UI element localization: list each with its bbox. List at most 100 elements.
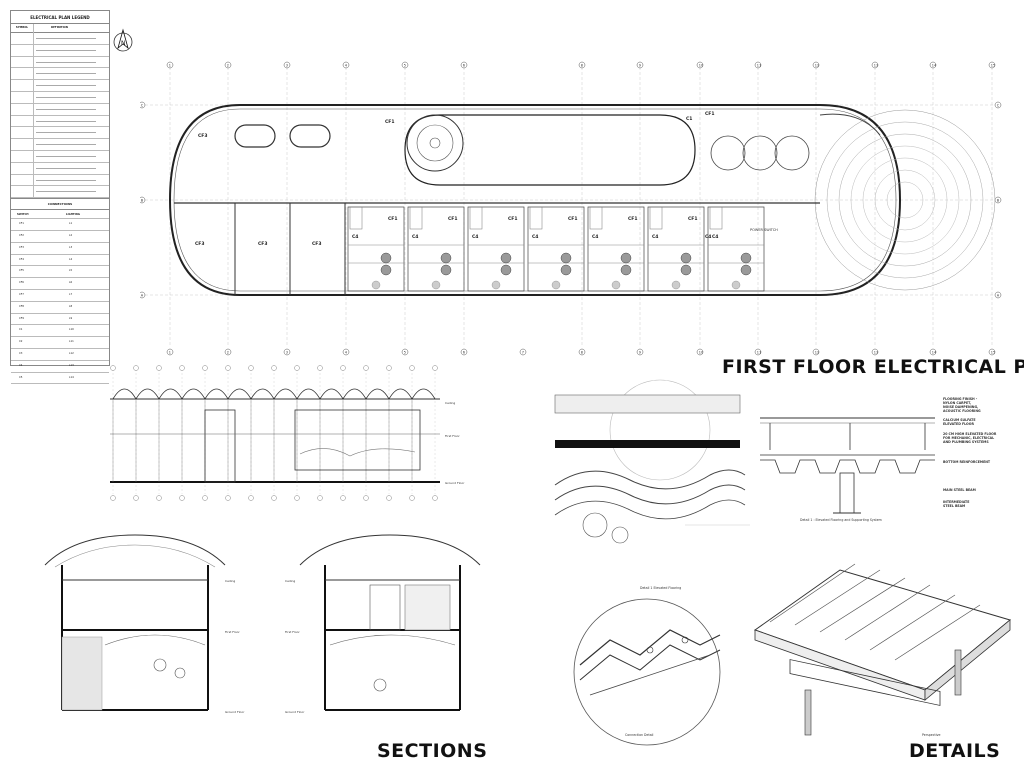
- legend-symbol-row: [11, 150, 109, 163]
- svg-text:Ceiling: Ceiling: [445, 401, 455, 405]
- grid-bubble-top: [460, 61, 468, 69]
- circuit-label: CF1: [388, 216, 398, 222]
- grid-bubble-top: [166, 61, 174, 69]
- grid-bubble-top: [342, 61, 350, 69]
- connection-switch: C5: [19, 375, 23, 379]
- circuit-label: CF1: [568, 216, 578, 222]
- connection-row: CF3 L3: [11, 243, 109, 255]
- svg-text:12: 12: [815, 63, 819, 67]
- svg-text:8: 8: [581, 63, 583, 67]
- connection-lighting: L9: [69, 316, 73, 320]
- cross-section-1: Ceiling First Floor Ground Floor: [44, 534, 245, 714]
- plan-outline: [168, 104, 902, 296]
- connection-lighting: L1: [69, 222, 73, 226]
- connections-col-lighting: LIGHTING: [66, 213, 80, 217]
- connection-switch: CF4: [19, 257, 24, 261]
- electrical-legend: ELECTRICAL PLAN LEGEND SYMBOL DEFINITION…: [10, 10, 110, 385]
- svg-text:4: 4: [345, 350, 348, 354]
- grid-bubble-top: [224, 61, 232, 69]
- legend-heading: ELECTRICAL PLAN LEGEND: [11, 11, 109, 24]
- detail-note: INTERMEDIATE STEEL BEAM: [943, 500, 970, 508]
- connection-switch: CF8: [19, 304, 24, 308]
- connection-switch: CF7: [19, 292, 24, 296]
- connection-switch: CF1: [19, 222, 24, 226]
- svg-text:5: 5: [404, 350, 406, 354]
- svg-text:14: 14: [932, 350, 937, 354]
- svg-text:3: 3: [286, 63, 288, 67]
- svg-text:Ground Floor: Ground Floor: [225, 710, 245, 714]
- circuit-label: CF3: [195, 241, 205, 247]
- svg-text:First Floor: First Floor: [225, 630, 240, 634]
- legend-symbol-row: [11, 91, 109, 104]
- svg-text:7: 7: [522, 350, 524, 354]
- connection-lighting: L13: [69, 363, 74, 367]
- svg-text:Ground Floor: Ground Floor: [285, 710, 305, 714]
- svg-text:2: 2: [227, 350, 229, 354]
- legend-symbol-row: [11, 174, 109, 187]
- connection-switch: CF6: [19, 281, 24, 285]
- circuit-label: CF1: [448, 216, 458, 222]
- grid-bubble-top: [636, 61, 644, 69]
- details-title: DETAILS: [909, 740, 1001, 762]
- svg-text:First Floor: First Floor: [445, 434, 460, 438]
- connection-lighting: L3: [69, 245, 73, 249]
- connection-lighting: L12: [69, 351, 74, 355]
- svg-text:12: 12: [815, 350, 819, 354]
- connection-switch: C1: [19, 328, 23, 332]
- connections-heading: CONNECTIONS: [11, 198, 109, 211]
- circuit-label: CF1: [688, 216, 698, 222]
- connection-lighting: L11: [69, 340, 74, 344]
- connections-header-row: SWITCH LIGHTING: [11, 210, 109, 220]
- svg-text:1: 1: [169, 63, 171, 67]
- circuit-label: C4: [412, 234, 418, 240]
- legend-header-row: SYMBOL DEFINITION: [11, 24, 109, 34]
- connection-lighting: L8: [69, 304, 73, 308]
- svg-text:10: 10: [699, 63, 703, 67]
- grid-bubble-top: [696, 61, 704, 69]
- connections-col-switch: SWITCH: [17, 213, 29, 217]
- connection-row: CF8 L8: [11, 302, 109, 314]
- svg-text:C: C: [141, 103, 144, 107]
- svg-text:6: 6: [463, 63, 465, 67]
- svg-text:A: A: [997, 293, 1000, 297]
- legend-symbol-row: [11, 186, 109, 199]
- detail-caption-3: Connection Detail: [625, 733, 654, 737]
- svg-text:8: 8: [581, 350, 583, 354]
- detail-note: FLOORING FINISH - NYLON CARPET, NOISE DA…: [943, 397, 981, 413]
- power-switch-label: POWER SWITCH: [750, 228, 778, 232]
- connection-switch: C2: [19, 340, 23, 344]
- detail-note: BOTTOM REINFORCEMENT: [943, 460, 991, 464]
- svg-text:C: C: [997, 103, 1000, 107]
- circuit-label: CF3: [312, 241, 322, 247]
- circuit-label: CF1: [705, 111, 715, 117]
- circuit-label: C1: [686, 116, 692, 122]
- circuit-label: C4: [705, 234, 711, 240]
- concentric-ring-zone: [814, 109, 996, 291]
- circuit-label: CF3: [198, 133, 208, 139]
- circuit-label: C4: [532, 234, 538, 240]
- svg-text:10: 10: [699, 350, 703, 354]
- connection-detail: [573, 598, 721, 746]
- svg-text:A: A: [141, 293, 144, 297]
- circuit-label: C4: [712, 234, 718, 240]
- grid-bubble-top: [401, 61, 409, 69]
- legend-col-definition: DEFINITION: [51, 26, 68, 29]
- office-cells: [347, 206, 765, 292]
- detail-note: CALCIUM SULFATE ELEVATED FLOOR: [943, 418, 976, 426]
- circuit-label: CF3: [258, 241, 268, 247]
- circuit-label: C4: [472, 234, 478, 240]
- connection-lighting: L7: [69, 292, 73, 296]
- legend-symbol-row: [11, 162, 109, 175]
- svg-text:5: 5: [404, 63, 406, 67]
- svg-text:9: 9: [639, 63, 641, 67]
- svg-text:6: 6: [463, 350, 465, 354]
- connection-switch: CF3: [19, 245, 24, 249]
